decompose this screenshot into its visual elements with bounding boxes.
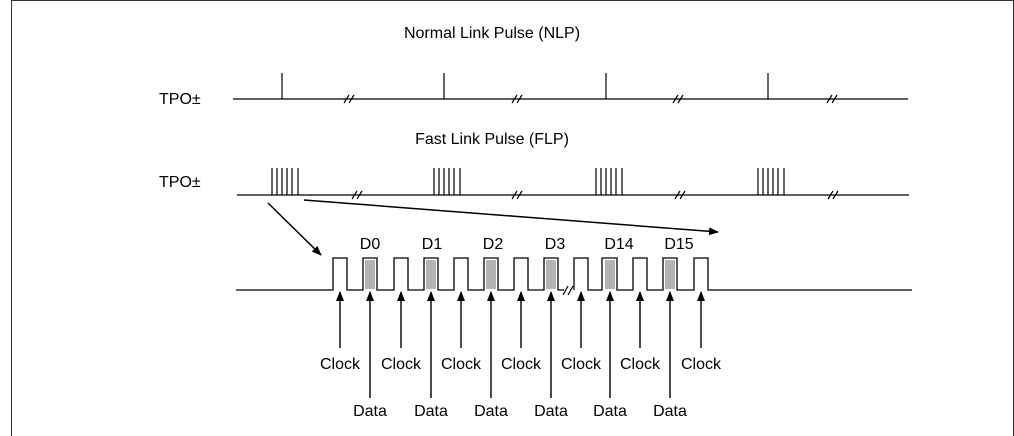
time-break-mark	[511, 190, 523, 200]
time-break-mark	[351, 190, 363, 200]
nlp-signal-label: TPO±	[159, 91, 201, 108]
time-break-mark	[674, 190, 686, 200]
time-break-mark	[562, 285, 574, 296]
flp-signal-label: TPO±	[159, 174, 201, 191]
data-slot-fill	[426, 260, 436, 289]
expanded-clock-data-waveform	[236, 257, 912, 291]
nlp-title: Normal Link Pulse (NLP)	[404, 25, 580, 42]
data-slot-fill	[546, 260, 556, 289]
data-bit-label: D1	[422, 236, 443, 253]
time-break-mark	[672, 94, 684, 104]
zoom-arrow-end	[303, 199, 719, 236]
nlp-waveform	[233, 73, 908, 104]
time-break-mark	[343, 94, 355, 104]
data-label: Data	[414, 403, 448, 420]
data-bit-labels: D0 D1 D2 D3 D14 D15	[360, 236, 694, 253]
zoom-arrow-start	[267, 202, 322, 256]
data-label: Data	[353, 403, 387, 420]
data-label: Data	[474, 403, 508, 420]
clock-label: Clock	[681, 356, 722, 373]
flp-burst	[757, 168, 785, 195]
data-bit-label: D2	[483, 236, 504, 253]
data-slot-fill	[605, 260, 615, 289]
time-break-mark	[827, 190, 839, 200]
data-label: Data	[534, 403, 568, 420]
clock-label: Clock	[561, 356, 602, 373]
data-bit-label: D0	[360, 236, 381, 253]
clock-label: Clock	[620, 356, 661, 373]
clock-label: Clock	[381, 356, 422, 373]
flp-title: Fast Link Pulse (FLP)	[415, 131, 569, 148]
clock-label: Clock	[501, 356, 542, 373]
data-label: Data	[653, 403, 687, 420]
data-label: Data	[593, 403, 627, 420]
time-break-mark	[511, 94, 523, 104]
clock-label: Clock	[320, 356, 361, 373]
flp-burst	[595, 168, 623, 195]
data-slots	[365, 260, 675, 289]
data-bit-label: D3	[545, 236, 566, 253]
flp-waveform	[237, 168, 909, 200]
data-markers: Data Data Data Data Data Data	[353, 291, 687, 420]
flp-burst	[271, 168, 299, 195]
clock-label: Clock	[441, 356, 482, 373]
clock-markers: Clock Clock Clock Clock Clock Clock Clock	[320, 291, 722, 373]
data-bit-label: D14	[604, 236, 633, 253]
data-slot-fill	[665, 260, 675, 289]
time-break-mark	[826, 94, 838, 104]
data-bit-label: D15	[664, 236, 693, 253]
data-slot-fill	[486, 260, 496, 289]
flp-burst	[433, 168, 461, 195]
data-slot-fill	[365, 260, 375, 289]
